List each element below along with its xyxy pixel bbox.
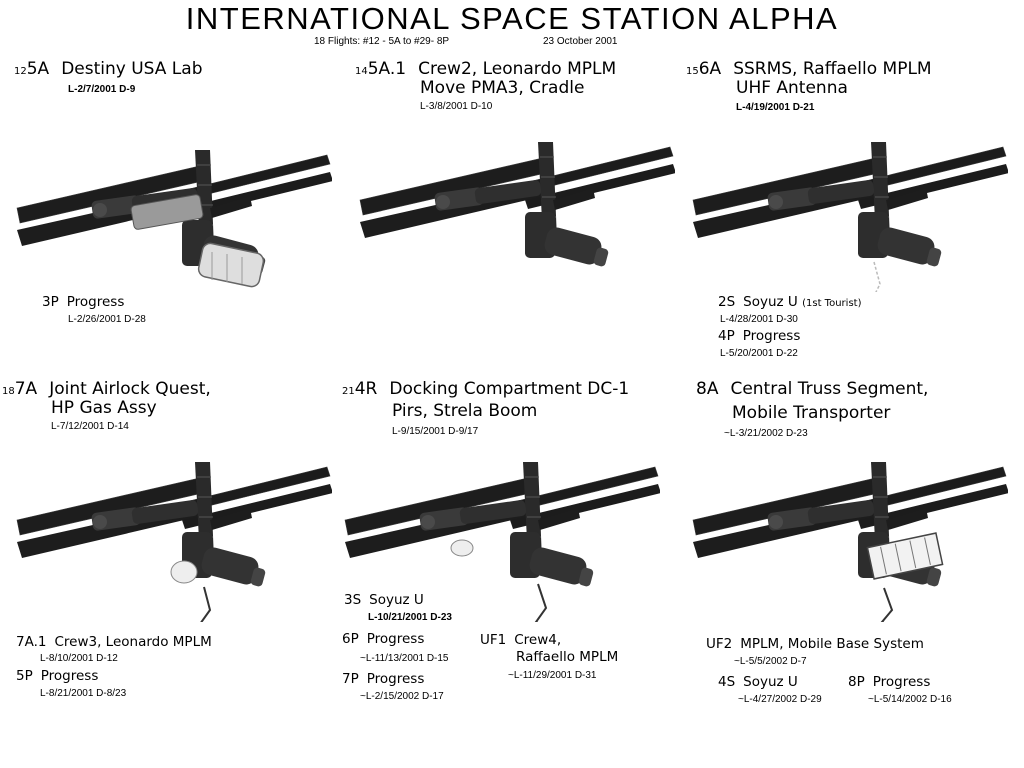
iss-render-7a [16, 461, 332, 622]
event-label: Soyuz U [369, 592, 424, 608]
event-code: 3S [344, 592, 362, 608]
flight-title-line2: Move PMA3, Cradle [420, 78, 585, 98]
date-subtitle: 23 October 2001 [543, 36, 618, 47]
event-launch-date: L-8/10/2001 D-12 [40, 653, 118, 664]
event-3s: 3S Soyuz U [344, 592, 424, 608]
page-title: INTERNATIONAL SPACE STATION ALPHA [185, 1, 839, 36]
event-code: UF1 [480, 632, 507, 648]
event-launch-date: ~L-5/14/2002 D-16 [868, 694, 952, 705]
event-code: 4P [718, 328, 735, 344]
flight-number: 15 [686, 66, 699, 77]
flight-number: 18 [2, 386, 15, 397]
flight-7a-heading: 187A Joint Airlock Quest, [2, 380, 211, 399]
flight-number: 14 [355, 66, 368, 77]
event-code: 8P [848, 674, 865, 690]
event-code: 7A.1 [16, 634, 47, 650]
flight-code: 4R [354, 379, 378, 399]
event-2s: 2S Soyuz U (1st Tourist) [718, 294, 861, 312]
event-code: 5P [16, 668, 33, 684]
flight-code: 5A.1 [367, 59, 407, 79]
flight-6a-heading: 156A SSRMS, Raffaello MPLM [686, 60, 932, 79]
event-label: Progress [366, 671, 425, 687]
event-launch-date: ~L-4/27/2002 D-29 [738, 694, 822, 705]
flight-launch-date: L-4/19/2001 D-21 [736, 102, 815, 113]
flight-title: Crew2, Leonardo MPLM [418, 59, 617, 79]
event-7p: 7P Progress [342, 671, 424, 687]
event-8p: 8P Progress [848, 674, 930, 690]
flight-launch-date: ~L-3/21/2002 D-23 [724, 428, 808, 439]
event-uf1: UF1 Crew4, [480, 632, 561, 648]
event-4s: 4S Soyuz U [718, 674, 798, 690]
event-code: 4S [718, 674, 736, 690]
event-label: Soyuz U [743, 674, 798, 690]
event-launch-date: ~L-11/13/2001 D-15 [360, 653, 449, 664]
iss-render-5a [16, 149, 332, 288]
event-label: Progress [366, 631, 425, 647]
event-label: Crew4, [514, 632, 562, 648]
event-code: 7P [342, 671, 359, 687]
event-label: Progress [742, 328, 801, 344]
event-code: 3P [42, 294, 59, 310]
flight-title: Destiny USA Lab [61, 59, 203, 79]
event-launch-date: L-2/26/2001 D-28 [68, 314, 146, 325]
iss-render-6a [692, 141, 1008, 292]
event-code: UF2 [706, 636, 733, 652]
iss-render-4r [344, 461, 660, 622]
flight-number: 12 [14, 66, 27, 77]
event-code: 6P [342, 631, 359, 647]
event-code: 2S [718, 294, 736, 310]
event-3p: 3P Progress [42, 294, 124, 310]
event-launch-date: L-5/20/2001 D-22 [720, 348, 798, 359]
iss-render-8a [692, 461, 1008, 622]
event-launch-date: ~L-5/5/2002 D-7 [734, 656, 807, 667]
flights-subtitle: 18 Flights: #12 - 5A to #29- 8P [314, 36, 450, 47]
event-label: MPLM, Mobile Base System [740, 636, 924, 652]
event-launch-date: L-4/28/2001 D-30 [720, 314, 798, 325]
flight-code: 8A [696, 379, 719, 399]
flight-title: Central Truss Segment, [730, 379, 929, 399]
event-5p: 5P Progress [16, 668, 98, 684]
event-label: Progress [872, 674, 931, 690]
event-launch-date: L-10/21/2001 D-23 [368, 612, 452, 623]
event-6p: 6P Progress [342, 631, 424, 647]
flight-launch-date: L-3/8/2001 D-10 [420, 101, 493, 112]
flight-number: 21 [342, 386, 355, 397]
flight-code: 7A [14, 379, 38, 399]
flight-4r-heading: 214R Docking Compartment DC-1 [342, 380, 629, 399]
event-note: (1st Tourist) [802, 298, 862, 309]
flight-title: SSRMS, Raffaello MPLM [733, 59, 932, 79]
event-4p: 4P Progress [718, 328, 800, 344]
flight-launch-date: L-7/12/2001 D-14 [51, 421, 129, 432]
flight-title-line2: HP Gas Assy [51, 398, 157, 418]
flight-title-line2: Mobile Transporter [732, 403, 891, 423]
flight-title-line2: Pirs, Strela Boom [392, 401, 538, 421]
flight-title: Joint Airlock Quest, [49, 379, 211, 399]
flight-5a-heading: 125A Destiny USA Lab [14, 60, 202, 79]
event-launch-date: L-8/21/2001 D-8/23 [40, 688, 127, 699]
event-label: Progress [40, 668, 99, 684]
event-label: Soyuz U [743, 294, 798, 310]
flight-title-line2: UHF Antenna [736, 78, 848, 98]
flight-code: 6A [698, 59, 722, 79]
event-uf2: UF2 MPLM, Mobile Base System [706, 636, 924, 652]
event-label-line2: Raffaello MPLM [516, 649, 619, 665]
flight-5a1-heading: 145A.1 Crew2, Leonardo MPLM [355, 60, 616, 79]
event-label: Crew3, Leonardo MPLM [54, 634, 212, 650]
event-launch-date: ~L-2/15/2002 D-17 [360, 691, 444, 702]
flight-launch-date: L-9/15/2001 D-9/17 [392, 426, 479, 437]
flight-title: Docking Compartment DC-1 [389, 379, 630, 399]
event-launch-date: ~L-11/29/2001 D-31 [508, 670, 597, 681]
flight-code: 5A [26, 59, 50, 79]
flight-launch-date: L-2/7/2001 D-9 [68, 84, 136, 95]
event-label: Progress [66, 294, 125, 310]
event-7a1: 7A.1 Crew3, Leonardo MPLM [16, 634, 212, 650]
iss-render-5a1 [359, 141, 675, 268]
flight-8a-heading: 8A Central Truss Segment, [696, 380, 928, 399]
